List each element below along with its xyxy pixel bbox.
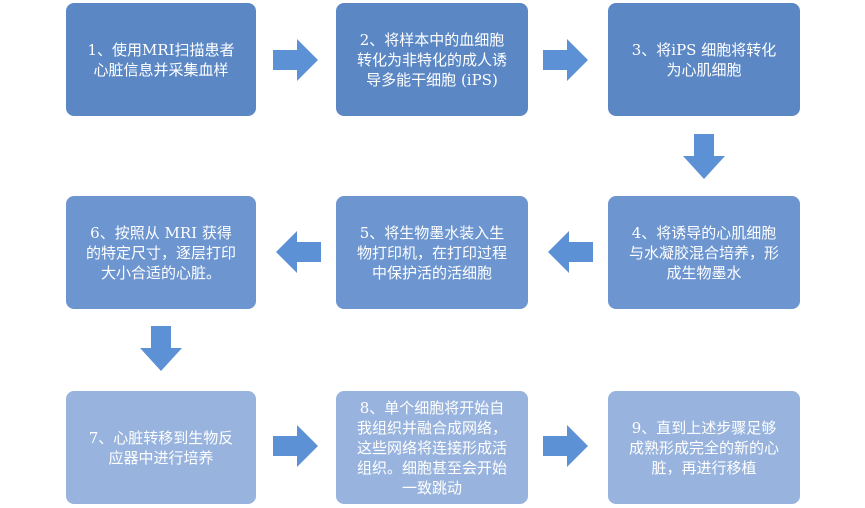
arrow-right-icon (543, 39, 588, 81)
step-7: 7、心脏转移到生物反应器中进行培养 (66, 391, 256, 504)
step-2-text: 2、将样本中的血细胞转化为非特化的成人诱导多能干细胞 (iPS) (356, 30, 507, 89)
step-3-text: 3、将iPS 细胞将转化为心肌细胞 (631, 40, 777, 79)
step-2: 2、将样本中的血细胞转化为非特化的成人诱导多能干细胞 (iPS) (336, 3, 528, 116)
arrow-down-icon (683, 134, 725, 179)
step-1-text: 1、使用MRI扫描患者心脏信息并采集血样 (87, 40, 235, 79)
arrow-left-icon (276, 231, 321, 273)
step-4-text: 4、将诱导的心肌细胞与水凝胶混合培养，形成生物墨水 (628, 223, 779, 282)
step-6-text: 6、按照从 MRI 获得的特定尺寸，逐层打印大小合适的心脏。 (85, 223, 236, 282)
step-7-text: 7、心脏转移到生物反应器中进行培养 (88, 428, 234, 467)
arrow-right-icon (543, 425, 588, 467)
arrow-left-icon (548, 231, 593, 273)
arrow-down-icon (140, 326, 182, 371)
step-5: 5、将生物墨水装入生物打印机，在打印过程中保护活的活细胞 (336, 196, 528, 309)
step-8-text: 8、单个细胞将开始自我组织并融合成网络，这些网络将连接形成活组织。细胞甚至会开始… (356, 398, 507, 497)
step-3: 3、将iPS 细胞将转化为心肌细胞 (608, 3, 800, 116)
step-8: 8、单个细胞将开始自我组织并融合成网络，这些网络将连接形成活组织。细胞甚至会开始… (336, 391, 528, 504)
arrow-right-icon (273, 39, 318, 81)
step-1: 1、使用MRI扫描患者心脏信息并采集血样 (66, 3, 256, 116)
step-4: 4、将诱导的心肌细胞与水凝胶混合培养，形成生物墨水 (608, 196, 800, 309)
arrow-right-icon (273, 425, 318, 467)
step-5-text: 5、将生物墨水装入生物打印机，在打印过程中保护活的活细胞 (356, 223, 507, 282)
step-9: 9、直到上述步骤足够成熟形成完全的新的心脏，再进行移植 (608, 391, 800, 504)
step-6: 6、按照从 MRI 获得的特定尺寸，逐层打印大小合适的心脏。 (66, 196, 256, 309)
step-9-text: 9、直到上述步骤足够成熟形成完全的新的心脏，再进行移植 (628, 418, 779, 477)
